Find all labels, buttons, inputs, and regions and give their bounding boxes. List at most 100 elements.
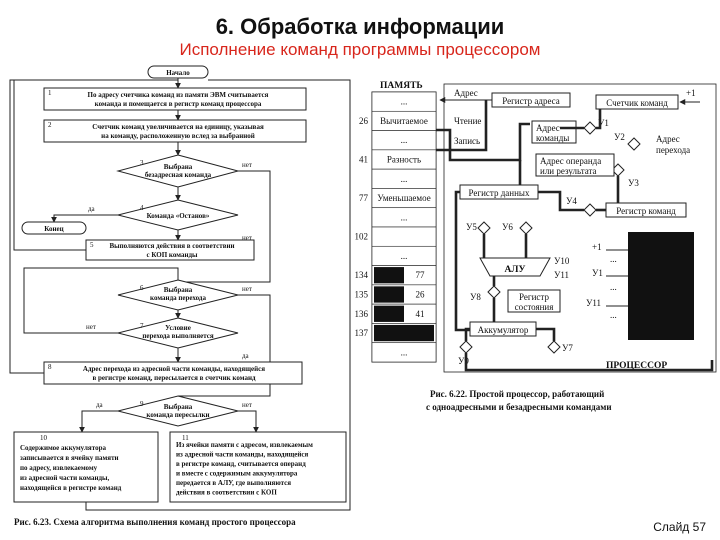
- memory-cell-value: 41: [416, 309, 425, 319]
- memory-cell-address: 134: [355, 270, 369, 280]
- control-unit-u11: У11: [586, 298, 601, 308]
- memory-cell-value: ...: [401, 135, 408, 145]
- control-unit-dots-1: ...: [610, 254, 617, 264]
- flow-decision-3-num: 3: [140, 159, 144, 167]
- flow-decision-9-num: 9: [140, 400, 144, 408]
- control-unit-dots-3: ...: [610, 310, 617, 320]
- step11-line: Из ячейки памяти с адресом, извлекаемым: [176, 441, 313, 449]
- gate-u8-label: У8: [470, 292, 481, 302]
- memory-cell-opcode: [374, 324, 404, 342]
- gate-u2-label: У2: [614, 132, 625, 142]
- data-register-label: Регистр данных: [469, 188, 530, 198]
- flow-decision-4-num: 4: [140, 204, 144, 212]
- processor-frame: [443, 83, 717, 373]
- flow-start-label: Начало: [166, 69, 190, 77]
- jump-address-label: Адрес: [656, 134, 680, 144]
- flow-decision-7-line1: Условие: [165, 324, 191, 332]
- step10-line: Содержимое аккумулятора: [20, 444, 106, 452]
- memory-cell-address: 137: [355, 328, 369, 338]
- gate-u4-label: У4: [566, 196, 577, 206]
- command-address-label-2: команды: [536, 133, 569, 143]
- flow-decision-9-line1: Выбрана: [164, 403, 193, 411]
- control-unit-u1: У1: [592, 268, 603, 278]
- memory-cell-value: 26: [416, 290, 426, 300]
- flow-decision-6-line2: команда перехода: [150, 294, 206, 302]
- memory-cell-address: 26: [359, 116, 369, 126]
- flow-step-10-text: Содержимое аккумулятора записывается в яч…: [20, 444, 122, 492]
- memory-cell-value: ...: [401, 347, 408, 357]
- flow-step-10: [13, 431, 159, 503]
- slide-subtitle: Исполнение команд программы процессором: [179, 40, 541, 59]
- alu-label: АЛУ: [505, 265, 526, 275]
- step10-line: находящейся в регистре команд: [20, 484, 122, 492]
- flow-step-10-num: 10: [40, 434, 48, 442]
- control-u11: У11: [554, 270, 569, 280]
- operand-address-label: Адрес операнда: [540, 156, 601, 166]
- control-unit-dots-2: ...: [610, 282, 617, 292]
- gate-u9: [459, 340, 473, 354]
- step11-line: из адресной части команды, находящейся: [176, 451, 309, 459]
- program-counter-label: Счетчик команд: [606, 98, 668, 108]
- memory-cell-opcode: [374, 267, 404, 284]
- flow-decision-7-line2: перехода выполняется: [142, 332, 213, 340]
- flow-step-2-line1: Счетчик команд увеличивается на единицу,…: [92, 123, 264, 131]
- status-register: [507, 289, 561, 313]
- flow-decision-6-no: нет: [242, 285, 252, 293]
- memory-cell-address: 135: [355, 290, 369, 300]
- control-u10: У10: [554, 256, 570, 266]
- step11-line: действия в соответствии с КОП: [176, 489, 277, 497]
- program-counter: [595, 94, 679, 110]
- gate-u2: [627, 137, 641, 151]
- flow-step-2-line2: на команду, расположенную вслед за выбра…: [101, 132, 255, 140]
- flow-step-1-line2: команда и помещается в регистр команд пр…: [95, 100, 262, 108]
- accumulator-label: Аккумулятор: [478, 325, 529, 335]
- memory-cell-address: 77: [359, 193, 369, 203]
- flow-step-1: [43, 87, 307, 111]
- step10-line: записывается в ячейку памяти: [20, 454, 119, 462]
- flow-end: [21, 221, 87, 235]
- control-unit-plus-one: +1: [592, 242, 602, 252]
- memory-cell-value: Уменьшаемое: [377, 193, 430, 203]
- gate-u3: [611, 163, 625, 177]
- flow-step-2: [43, 119, 307, 143]
- step10-line: по адресу, извлекаемому: [20, 464, 98, 472]
- gate-u8: [487, 285, 501, 299]
- control-unit: [628, 232, 694, 340]
- flow-step-5-line1: Выполняются действия в соответствии: [109, 242, 234, 250]
- memory-cell-value: ...: [401, 174, 408, 184]
- flow-decision-9: [117, 395, 239, 427]
- processor-label: ПРОЦЕССОР: [606, 361, 667, 371]
- flow-decision-4-yes: да: [88, 205, 96, 213]
- memory-cell-value: ...: [401, 212, 408, 222]
- operand-address-box: [535, 153, 615, 177]
- command-address-label: Адрес: [536, 123, 560, 133]
- flow-decision-6-num: 6: [140, 284, 144, 292]
- memory-cell-value: 77: [416, 270, 426, 280]
- memory-cell-fill: [404, 324, 434, 342]
- gate-u7-label: У7: [562, 343, 573, 353]
- processor-caption-1: Рис. 6.22. Простой процессор, работающий: [430, 389, 604, 399]
- flow-step-11: [169, 431, 347, 503]
- slide-number: Слайд 57: [653, 520, 706, 534]
- flow-decision-3-line2: безадресная команда: [145, 171, 212, 179]
- gate-u1-label: У1: [598, 118, 609, 128]
- flow-decision-4-no: нет: [242, 234, 252, 242]
- flow-step-1-num: 1: [48, 89, 52, 97]
- flowchart-caption: Рис. 6.23. Схема алгоритма выполнения ко…: [14, 517, 296, 527]
- flow-decision-6-line1: Выбрана: [164, 286, 193, 294]
- gate-u5: [477, 221, 491, 235]
- flow-decision-7-yes: да: [242, 352, 250, 360]
- operand-address-label-2: или результата: [540, 166, 597, 176]
- step10-line: из адресной части команды,: [20, 474, 109, 482]
- step11-line: передается в АЛУ, где выполняются: [176, 479, 291, 487]
- memory-cell-address: 41: [359, 155, 368, 165]
- counter-plus-one: +1: [686, 88, 696, 98]
- memory-cell-value: ...: [401, 97, 408, 107]
- flow-step-5-line2: с КОП команды: [147, 251, 199, 259]
- address-register-label: Регистр адреса: [502, 96, 560, 106]
- flow-end-label: Конец: [44, 225, 63, 233]
- label-address: Адрес: [454, 88, 478, 98]
- flow-step-11-num: 11: [182, 434, 189, 442]
